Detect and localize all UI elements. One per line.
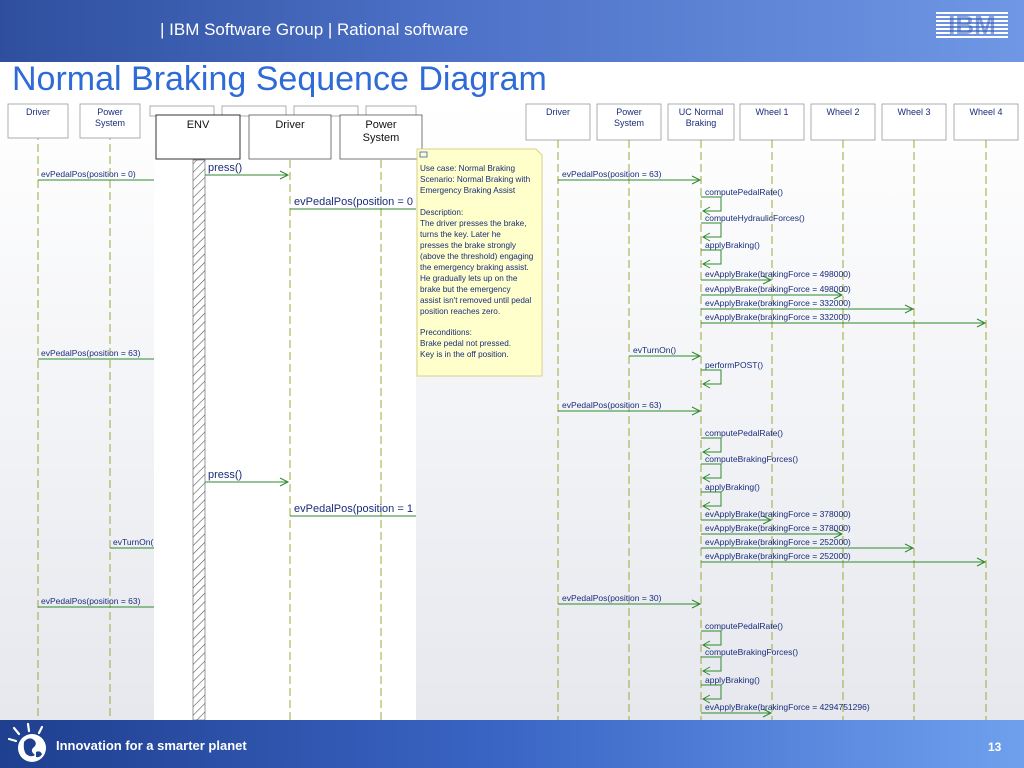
mid-msg-2-arrowhead <box>279 477 290 487</box>
right-msg-15-label: evApplyBrake(brakingForce = 378000) <box>705 523 851 533</box>
svg-text:Scenario: Normal Braking with: Scenario: Normal Braking with <box>420 175 531 184</box>
right-wheel-1-box <box>739 103 805 141</box>
footer-tagline: Innovation for a smarter planet <box>56 738 247 753</box>
middle-driver-label: Driver <box>275 119 305 131</box>
right-msg-1-label: computePedalRate() <box>705 187 783 197</box>
right-msg-13-label: applyBraking() <box>705 482 760 492</box>
svg-text:Description:: Description: <box>420 208 463 217</box>
left-power-system-box <box>79 103 141 139</box>
right-wheel-4-label: Wheel 4 <box>969 107 1002 117</box>
right-msg-22-label: evApplyBrake(brakingForce = 4294751296) <box>705 702 870 712</box>
svg-text:presses the brake strongly: presses the brake strongly <box>420 241 517 250</box>
svg-text:Key is in the off position.: Key is in the off position. <box>420 350 509 359</box>
left-msg-2-label: evTurnOn( <box>113 537 153 547</box>
mid-msg-2-label: press() <box>208 469 242 481</box>
left-power-label-2: System <box>95 118 125 128</box>
svg-text:position reaches zero.: position reaches zero. <box>420 307 500 316</box>
right-msg-4-label: evApplyBrake(brakingForce = 498000) <box>705 269 851 279</box>
middle-driver-box <box>248 114 332 160</box>
svg-text:He gradually lets up on the: He gradually lets up on the <box>420 274 518 283</box>
left-lifeline-heads: Driver Power System <box>7 103 141 139</box>
env-hatch-bar <box>192 159 206 720</box>
svg-text:Preconditions:: Preconditions: <box>420 328 472 337</box>
right-msg-21-label: applyBraking() <box>705 675 760 685</box>
right-msg-6-label: evApplyBrake(brakingForce = 332000) <box>705 298 851 308</box>
page-number: 13 <box>988 740 1002 754</box>
right-wheel-2-label: Wheel 2 <box>826 107 859 117</box>
right-message-labels: evPedalPos(position = 63) computePedalRa… <box>562 169 870 712</box>
right-msg-16-label: evApplyBrake(brakingForce = 252000) <box>705 537 851 547</box>
right-msg-18-label: evPedalPos(position = 30) <box>562 593 662 603</box>
mid-msg-1-label: evPedalPos(position = 0 <box>294 196 413 208</box>
right-msg-10-label: evPedalPos(position = 63) <box>562 400 662 410</box>
svg-text:brake but the emergency: brake but the emergency <box>420 285 511 294</box>
note-icon <box>419 151 428 158</box>
svg-text:Emergency Braking Assist: Emergency Braking Assist <box>420 186 516 195</box>
right-driver-label: Driver <box>546 107 570 117</box>
ibm-logo-text: IBM <box>948 10 996 40</box>
mid-msg-0-label: press() <box>208 162 242 174</box>
smarter-planet-icon <box>7 722 46 762</box>
header-bar: | IBM Software Group | Rational software… <box>0 0 1024 62</box>
svg-text:the emergency braking assist.: the emergency braking assist. <box>420 263 529 272</box>
right-wheel-3-box <box>881 103 947 141</box>
footer-bar: Innovation for a smarter planet 13 <box>0 720 1024 768</box>
svg-text:Brake pedal not pressed.: Brake pedal not pressed. <box>420 339 511 348</box>
middle-env-label: ENV <box>187 119 210 131</box>
middle-env-box <box>155 114 241 160</box>
right-msg-7-label: evApplyBrake(brakingForce = 332000) <box>705 312 851 322</box>
right-wheel-4-box <box>953 103 1019 141</box>
right-message-lines <box>558 175 987 718</box>
right-msg-8-label: evTurnOn() <box>633 345 676 355</box>
right-power-label-1: Power <box>616 107 642 117</box>
svg-text:The driver presses the brake,: The driver presses the brake, <box>420 219 527 228</box>
right-msg-19-label: computePedalRate() <box>705 621 783 631</box>
svg-text:assist isn't removed until ped: assist isn't removed until pedal <box>420 296 531 305</box>
middle-power-system-box <box>339 114 423 160</box>
right-power-label-2: System <box>614 118 644 128</box>
mid-msg-3-label: evPedalPos(position = 1 <box>294 503 413 515</box>
middle-power-label-2: System <box>363 132 400 144</box>
right-msg-11-label: computePedalRate() <box>705 428 783 438</box>
use-case-note: Use case: Normal Braking Scenario: Norma… <box>416 148 543 377</box>
right-uc-label-2: Braking <box>686 118 717 128</box>
right-uc-box <box>667 103 735 141</box>
right-wheel-1-label: Wheel 1 <box>755 107 788 117</box>
slide-title: Normal Braking Sequence Diagram <box>12 60 547 98</box>
right-msg-9-label: performPOST() <box>705 360 763 370</box>
sequence-diagram: Driver Power System evPedalPos(position … <box>0 100 1024 720</box>
right-msg-5-label: evApplyBrake(brakingForce = 498000) <box>705 284 851 294</box>
right-msg-20-label: computeBrakingForces() <box>705 647 798 657</box>
right-power-system-box <box>596 103 662 141</box>
right-lifeline-heads: Driver Power System UC Normal Braking Wh… <box>525 103 1019 141</box>
right-msg-17-label: evApplyBrake(brakingForce = 252000) <box>705 551 851 561</box>
right-msg-14-label: evApplyBrake(brakingForce = 378000) <box>705 509 851 519</box>
left-power-label-1: Power <box>97 107 123 117</box>
left-driver-label: Driver <box>26 107 50 117</box>
header-title: | IBM Software Group | Rational software <box>160 20 469 39</box>
left-driver-box <box>7 103 69 139</box>
left-msg-1-label: evPedalPos(position = 63) <box>41 348 141 358</box>
right-uc-label-1: UC Normal <box>679 107 724 117</box>
svg-text:turns the key. Later he: turns the key. Later he <box>420 230 501 239</box>
mid-msg-0-arrowhead <box>279 170 290 180</box>
right-msg-0-label: evPedalPos(position = 63) <box>562 169 662 179</box>
right-msg-2-label: computeHydraulicForces() <box>705 213 805 223</box>
middle-lifeline-heads: ENV Driver Power System <box>155 114 423 160</box>
right-wheel-2-box <box>810 103 876 141</box>
right-msg-12-label: computeBrakingForces() <box>705 454 798 464</box>
right-wheel-3-label: Wheel 3 <box>897 107 930 117</box>
right-msg-3-label: applyBraking() <box>705 240 760 250</box>
note-text: Use case: Normal Braking Scenario: Norma… <box>420 164 534 359</box>
note-box <box>416 148 543 377</box>
svg-text:Use case: Normal Braking: Use case: Normal Braking <box>420 164 516 173</box>
ibm-logo-icon: IBM <box>936 10 1008 40</box>
left-msg-0-label: evPedalPos(position = 0) <box>41 169 136 179</box>
middle-power-label-1: Power <box>365 119 397 131</box>
right-driver-box <box>525 103 591 141</box>
svg-text:(above the threshold) engaging: (above the threshold) engaging <box>420 252 534 261</box>
left-msg-3-label: evPedalPos(position = 63) <box>41 596 141 606</box>
